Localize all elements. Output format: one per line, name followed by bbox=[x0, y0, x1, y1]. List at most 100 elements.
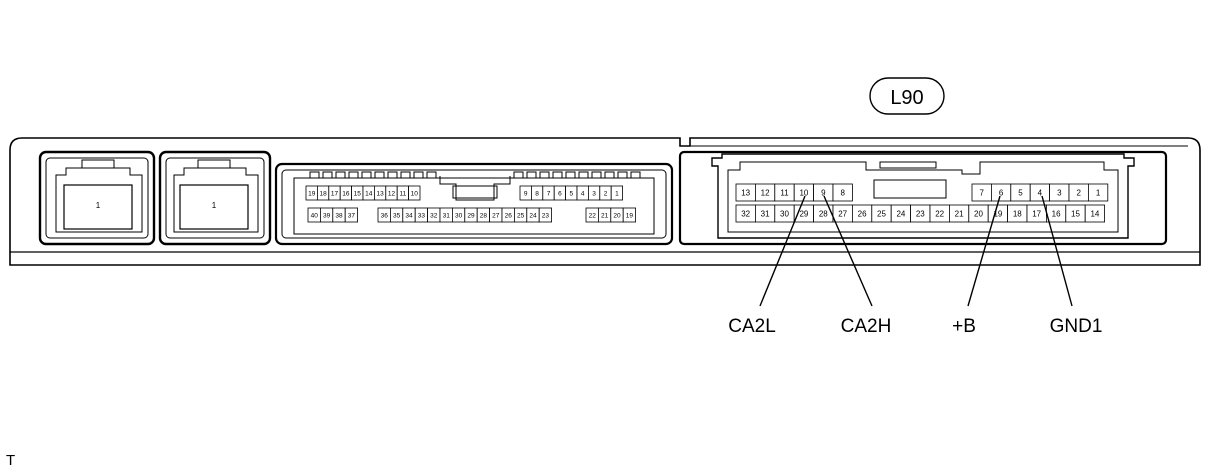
mid-top-pin-19: 19 bbox=[308, 190, 316, 197]
terminal-label-ca2h: CA2H bbox=[841, 316, 892, 337]
mid-bottom-pin-28: 28 bbox=[480, 212, 488, 219]
middle-connector-latch bbox=[413, 171, 424, 179]
mid-top-pin-13: 13 bbox=[376, 190, 384, 197]
mid-bottom-pin-24: 24 bbox=[529, 212, 537, 219]
right-bottom-pin-21: 21 bbox=[955, 209, 964, 218]
mid-bottom-pin-23-cell bbox=[538, 207, 553, 223]
middle-connector-latch bbox=[387, 171, 398, 179]
right-bottom-pin-22: 22 bbox=[935, 209, 944, 218]
mid-bottom-pin-19: 19 bbox=[626, 212, 634, 219]
mid-bottom-pin-37: 37 bbox=[348, 212, 356, 219]
terminal-label-plus-b: +B bbox=[952, 316, 976, 337]
right-bottom-pin-28: 28 bbox=[819, 209, 828, 218]
mid-bottom-pin-37-cell bbox=[344, 207, 359, 223]
middle-connector-latch bbox=[335, 171, 346, 179]
middle-connector-latch bbox=[374, 171, 385, 179]
right-connector bbox=[678, 150, 1168, 246]
mid-bottom-pin-35: 35 bbox=[393, 212, 401, 219]
middle-connector-latch bbox=[309, 171, 320, 179]
connector-id-badge: L90 bbox=[869, 77, 945, 115]
right-top-pin-7: 7 bbox=[979, 188, 984, 197]
right-bottom-pin-20: 20 bbox=[974, 209, 983, 218]
right-top-pin-6: 6 bbox=[999, 188, 1004, 197]
right-bottom-pin-19: 19 bbox=[993, 209, 1002, 218]
right-top-pin-8-cell bbox=[832, 183, 853, 202]
mid-bottom-pin-36: 36 bbox=[381, 212, 389, 219]
mid-top-pin-10-cell bbox=[408, 185, 421, 201]
middle-connector-latch bbox=[578, 171, 589, 179]
mid-top-pin-6: 6 bbox=[558, 190, 562, 197]
middle-connector-latch bbox=[565, 171, 576, 179]
mid-top-pin-15: 15 bbox=[354, 190, 362, 197]
right-top-pin-11: 11 bbox=[780, 188, 789, 197]
middle-connector-latch bbox=[630, 171, 641, 179]
terminal-label-gnd1: GND1 bbox=[1050, 316, 1103, 337]
right-bottom-pin-18: 18 bbox=[1013, 209, 1022, 218]
connector-id: L90 bbox=[890, 87, 923, 109]
mid-top-pin-10: 10 bbox=[411, 190, 419, 197]
mid-bottom-pin-22: 22 bbox=[589, 212, 597, 219]
right-bottom-pin-31: 31 bbox=[761, 209, 770, 218]
mid-top-pin-11: 11 bbox=[400, 190, 407, 197]
middle-connector-latch bbox=[539, 171, 550, 179]
right-top-pin-1-cell bbox=[1088, 183, 1109, 202]
middle-connector-latch bbox=[617, 171, 628, 179]
middle-connector-latch bbox=[552, 171, 563, 179]
mid-top-pin-16: 16 bbox=[342, 190, 350, 197]
right-bottom-pin-14: 14 bbox=[1090, 209, 1099, 218]
middle-connector-latch bbox=[361, 171, 372, 179]
mid-bottom-pin-27: 27 bbox=[492, 212, 500, 219]
right-bottom-pin-24: 24 bbox=[896, 209, 905, 218]
middle-connector-latches bbox=[309, 171, 641, 179]
middle-connector-latch bbox=[400, 171, 411, 179]
mid-top-pin-2: 2 bbox=[604, 190, 608, 197]
right-bottom-pin-26: 26 bbox=[858, 209, 867, 218]
terminal-label-ca2l: CA2L bbox=[728, 316, 776, 337]
right-top-pin-3: 3 bbox=[1057, 188, 1062, 197]
small-connector-left-pin: 1 bbox=[96, 201, 101, 210]
mid-top-pin-7: 7 bbox=[547, 190, 551, 197]
mid-top-pin-5: 5 bbox=[569, 190, 573, 197]
footer-mark: T bbox=[6, 452, 16, 469]
middle-connector-latch bbox=[322, 171, 333, 179]
right-bottom-pin-15: 15 bbox=[1071, 209, 1080, 218]
right-bottom-pin-32: 32 bbox=[741, 209, 750, 218]
mid-bottom-pin-34: 34 bbox=[405, 212, 413, 219]
middle-connector-latch bbox=[604, 171, 615, 179]
mid-bottom-pin-33: 33 bbox=[418, 212, 426, 219]
mid-bottom-pin-20: 20 bbox=[613, 212, 621, 219]
mid-top-pin-9: 9 bbox=[524, 190, 528, 197]
mid-top-pin-1: 1 bbox=[615, 190, 619, 197]
middle-connector-latch bbox=[526, 171, 537, 179]
mid-bottom-pin-38: 38 bbox=[335, 212, 343, 219]
mid-bottom-pin-30: 30 bbox=[455, 212, 463, 219]
small-connector-right-pin: 1 bbox=[212, 201, 217, 210]
right-top-pin-4: 4 bbox=[1038, 188, 1043, 197]
mid-bottom-pin-21: 21 bbox=[601, 212, 609, 219]
small-connector-right bbox=[158, 150, 272, 246]
right-top-pin-10: 10 bbox=[799, 188, 808, 197]
mid-top-pin-12: 12 bbox=[388, 190, 396, 197]
mid-top-pin-17: 17 bbox=[331, 190, 339, 197]
right-bottom-pin-14-cell bbox=[1084, 204, 1105, 223]
right-bottom-pin-23: 23 bbox=[916, 209, 925, 218]
mid-bottom-pin-31: 31 bbox=[443, 212, 451, 219]
small-connector-left bbox=[38, 150, 156, 246]
right-top-pin-8: 8 bbox=[840, 188, 845, 197]
right-top-pin-1: 1 bbox=[1096, 188, 1101, 197]
right-bottom-pin-27: 27 bbox=[838, 209, 847, 218]
right-top-pin-12: 12 bbox=[761, 188, 770, 197]
middle-connector-latch bbox=[513, 171, 524, 179]
mid-bottom-pin-25: 25 bbox=[517, 212, 525, 219]
right-bottom-pin-25: 25 bbox=[877, 209, 886, 218]
mid-bottom-pin-39: 39 bbox=[323, 212, 331, 219]
mid-top-pin-4: 4 bbox=[581, 190, 585, 197]
right-top-pin-5: 5 bbox=[1018, 188, 1023, 197]
right-bottom-pin-29: 29 bbox=[799, 209, 808, 218]
right-top-pin-9: 9 bbox=[821, 188, 826, 197]
mid-bottom-pin-26: 26 bbox=[505, 212, 513, 219]
mid-top-pin-14: 14 bbox=[365, 190, 373, 197]
